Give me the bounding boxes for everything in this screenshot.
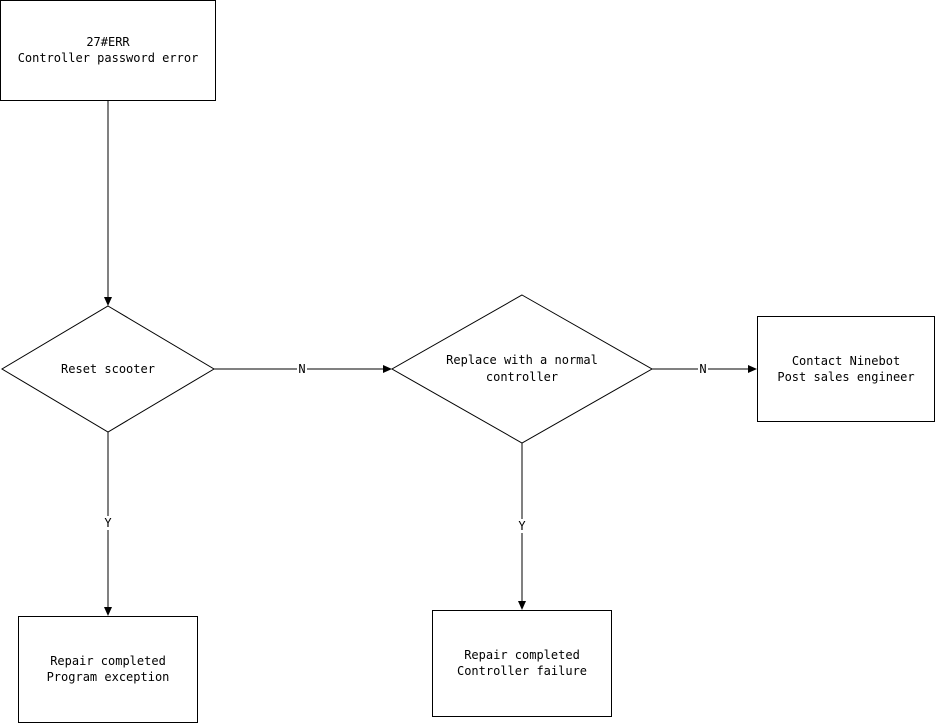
node-reset-scooter-label: Reset scooter bbox=[61, 362, 155, 376]
edge-label-no: N bbox=[699, 362, 706, 376]
node-repair-program-exception-line1: Repair completed bbox=[50, 654, 166, 668]
node-replace-controller-line1: Replace with a normal bbox=[446, 353, 598, 367]
arrowhead bbox=[748, 365, 757, 373]
arrowhead bbox=[518, 601, 526, 610]
node-repair-controller-failure: Repair completed Controller failure bbox=[432, 610, 612, 717]
edge-label-yes: Y bbox=[104, 516, 112, 530]
edge-replace-yes: Y bbox=[516, 443, 528, 610]
node-repair-program-exception: Repair completed Program exception bbox=[18, 616, 198, 723]
edge-replace-no: N bbox=[652, 362, 757, 376]
edge-reset-yes: Y bbox=[102, 432, 114, 616]
node-replace-controller-line2: controller bbox=[486, 370, 558, 384]
node-reset-scooter: Reset scooter bbox=[1, 305, 215, 433]
node-replace-controller: Replace with a normal controller bbox=[390, 294, 654, 444]
node-repair-controller-failure-line1: Repair completed bbox=[464, 648, 580, 662]
node-contact-engineer-line2: Post sales engineer bbox=[777, 370, 914, 384]
node-repair-program-exception-line2: Program exception bbox=[47, 670, 170, 684]
node-start: 27#ERR Controller password error bbox=[0, 0, 216, 101]
edge-start-to-reset bbox=[104, 101, 112, 306]
edge-label-yes: Y bbox=[518, 519, 526, 533]
arrowhead bbox=[104, 297, 112, 306]
arrowhead bbox=[383, 365, 392, 373]
arrowhead bbox=[104, 607, 112, 616]
edge-reset-no: N bbox=[214, 362, 392, 376]
node-contact-engineer: Contact Ninebot Post sales engineer bbox=[757, 316, 935, 422]
node-start-description: Controller password error bbox=[18, 51, 199, 65]
node-start-code: 27#ERR bbox=[86, 35, 130, 49]
node-contact-engineer-line1: Contact Ninebot bbox=[792, 354, 900, 368]
edge-label-no: N bbox=[298, 362, 305, 376]
node-repair-controller-failure-line2: Controller failure bbox=[457, 664, 587, 678]
